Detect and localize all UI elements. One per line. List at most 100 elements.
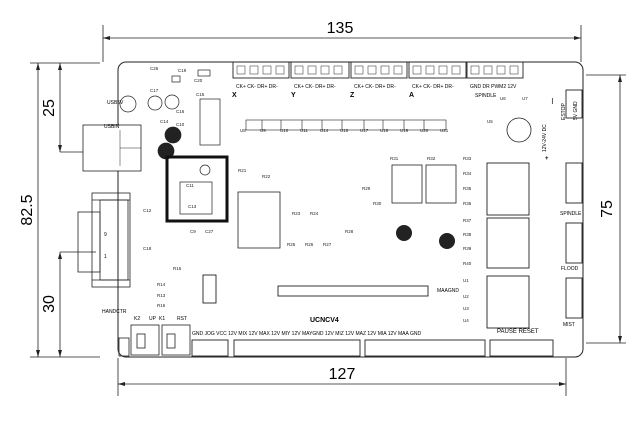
handctr-connector: [77, 192, 131, 288]
db-pin-1: 1: [104, 254, 107, 260]
component-ref-label: R32: [427, 156, 436, 161]
usb-in-label: USBIN: [104, 124, 120, 130]
pause-reset-label: PAUSE RESET: [497, 329, 539, 335]
bottom-terminal-labels: GND JOG VCC 12V MIX 12V MAX 12V MIY 12V …: [192, 331, 421, 337]
component-ref-label: R29: [362, 186, 371, 191]
component-ref-label: U17: [360, 128, 369, 133]
estop-label: ESTOP: [561, 102, 567, 120]
component-ref-label: R27: [323, 242, 332, 247]
flood-label: FLOOD: [561, 266, 579, 272]
spindle-side-label: SPINDLE: [560, 211, 582, 217]
component-ref-label: R16: [157, 303, 166, 308]
axis-x-label: X: [232, 92, 237, 99]
push-buttons: [118, 324, 191, 357]
db-pin-9: 9: [104, 232, 107, 238]
component-ref-label: U5: [487, 119, 493, 124]
component-ref-label: R34: [463, 171, 472, 176]
dim-left-outer-label: 82.5: [19, 194, 36, 225]
component-ref-label: U6: [500, 96, 506, 101]
component-ref-label: U4: [463, 318, 469, 323]
component-ref-label: U10: [280, 128, 289, 133]
component-ref-label: R40: [463, 261, 472, 266]
component-ref-label: C16: [176, 109, 185, 114]
axis-y-pins: CK+ CK- DR+ DR-: [294, 84, 336, 90]
axis-x-pins: CK+ CK- DR+ DR-: [236, 84, 278, 90]
btn-up-label: UP: [149, 316, 157, 322]
usb-5v-label: USB5V: [107, 100, 124, 106]
left-top-components: [119, 69, 221, 160]
board-name: UCNCV4: [310, 317, 339, 324]
maagnd-label: MAAGND: [437, 288, 459, 294]
component-ref-label: U2: [463, 294, 469, 299]
component-ref-label: C20: [194, 78, 203, 83]
dim-left-upper-label: 25: [41, 99, 58, 117]
connector-pin: [354, 65, 364, 75]
plus-label: +: [545, 156, 549, 162]
component-ref-label: C13: [188, 204, 197, 209]
component-ref-label: U18: [380, 128, 389, 133]
optocoupler-row: [245, 119, 447, 131]
spindle-top-label: SPINDLE: [475, 93, 497, 99]
connector-pin: [262, 65, 272, 75]
component-ref-label: C9: [190, 229, 196, 234]
component-ref-label: R23: [292, 211, 301, 216]
connector-pin: [249, 65, 259, 75]
component-ref-label: U15: [340, 128, 349, 133]
connector-pin: [236, 65, 246, 75]
power-in-label: 12V-24V DC: [542, 124, 548, 152]
axis-z-pins: CK+ CK- DR+ DR-: [354, 84, 396, 90]
dim-bottom-label: 127: [329, 366, 356, 383]
component-ref-label: R15: [173, 266, 182, 271]
connector-pin: [333, 65, 343, 75]
axis-y-label: Y: [291, 92, 296, 99]
component-ref-label: R38: [463, 232, 472, 237]
btn-k1-label: K1: [159, 316, 165, 322]
connector-pin: [425, 65, 435, 75]
component-ref-label: U7: [522, 96, 528, 101]
mcu-chip-frame: [165, 155, 229, 223]
axis-connector-pins: [236, 65, 519, 75]
component-ref-label: U3: [463, 306, 469, 311]
output-terminals: [486, 89, 583, 329]
component-ref-label: R31: [390, 156, 399, 161]
connector-pin: [496, 65, 506, 75]
component-ref-label: R24: [310, 211, 319, 216]
component-ref-label: C26: [150, 66, 159, 71]
component-ref-label: R22: [262, 174, 271, 179]
component-ref-label: R30: [373, 201, 382, 206]
component-ref-label: C11: [186, 183, 194, 188]
component-ref-label: R33: [463, 156, 472, 161]
pcb-outline: [117, 61, 584, 358]
cap-c3: [439, 233, 455, 249]
component-ref-label: R35: [463, 186, 472, 191]
component-ref-label: U21: [440, 128, 449, 133]
connector-pin: [451, 65, 461, 75]
component-ref-label: R28: [345, 229, 354, 234]
bottom-terminals: [191, 274, 554, 357]
component-ref-label: C14: [160, 119, 169, 124]
dim-left-lower-label: 30: [41, 295, 58, 313]
connector-pin: [412, 65, 422, 75]
connector-pin: [307, 65, 317, 75]
axis-a-label: A: [409, 92, 414, 99]
btn-rst-label: RST: [177, 316, 187, 322]
handctr-label: HANDCTR: [102, 309, 127, 315]
connector-pin: [380, 65, 390, 75]
connector-pin: [483, 65, 493, 75]
component-ref-label: C17: [150, 88, 159, 93]
component-ref-label: R36: [463, 201, 472, 206]
component-ref-label: U14: [320, 128, 329, 133]
mcu-chip: [179, 181, 213, 215]
component-ref-label: U19: [400, 128, 409, 133]
component-ref-label: R21: [238, 168, 247, 173]
connector-pin: [393, 65, 403, 75]
component-ref-label: C27: [205, 229, 214, 234]
dimension-arrows: [36, 36, 622, 386]
connector-pin: [470, 65, 480, 75]
component-ref-label: C10: [176, 122, 185, 127]
dim-right-label: 75: [599, 200, 616, 218]
connector-pin: [367, 65, 377, 75]
component-ref-label: C18: [143, 246, 152, 251]
